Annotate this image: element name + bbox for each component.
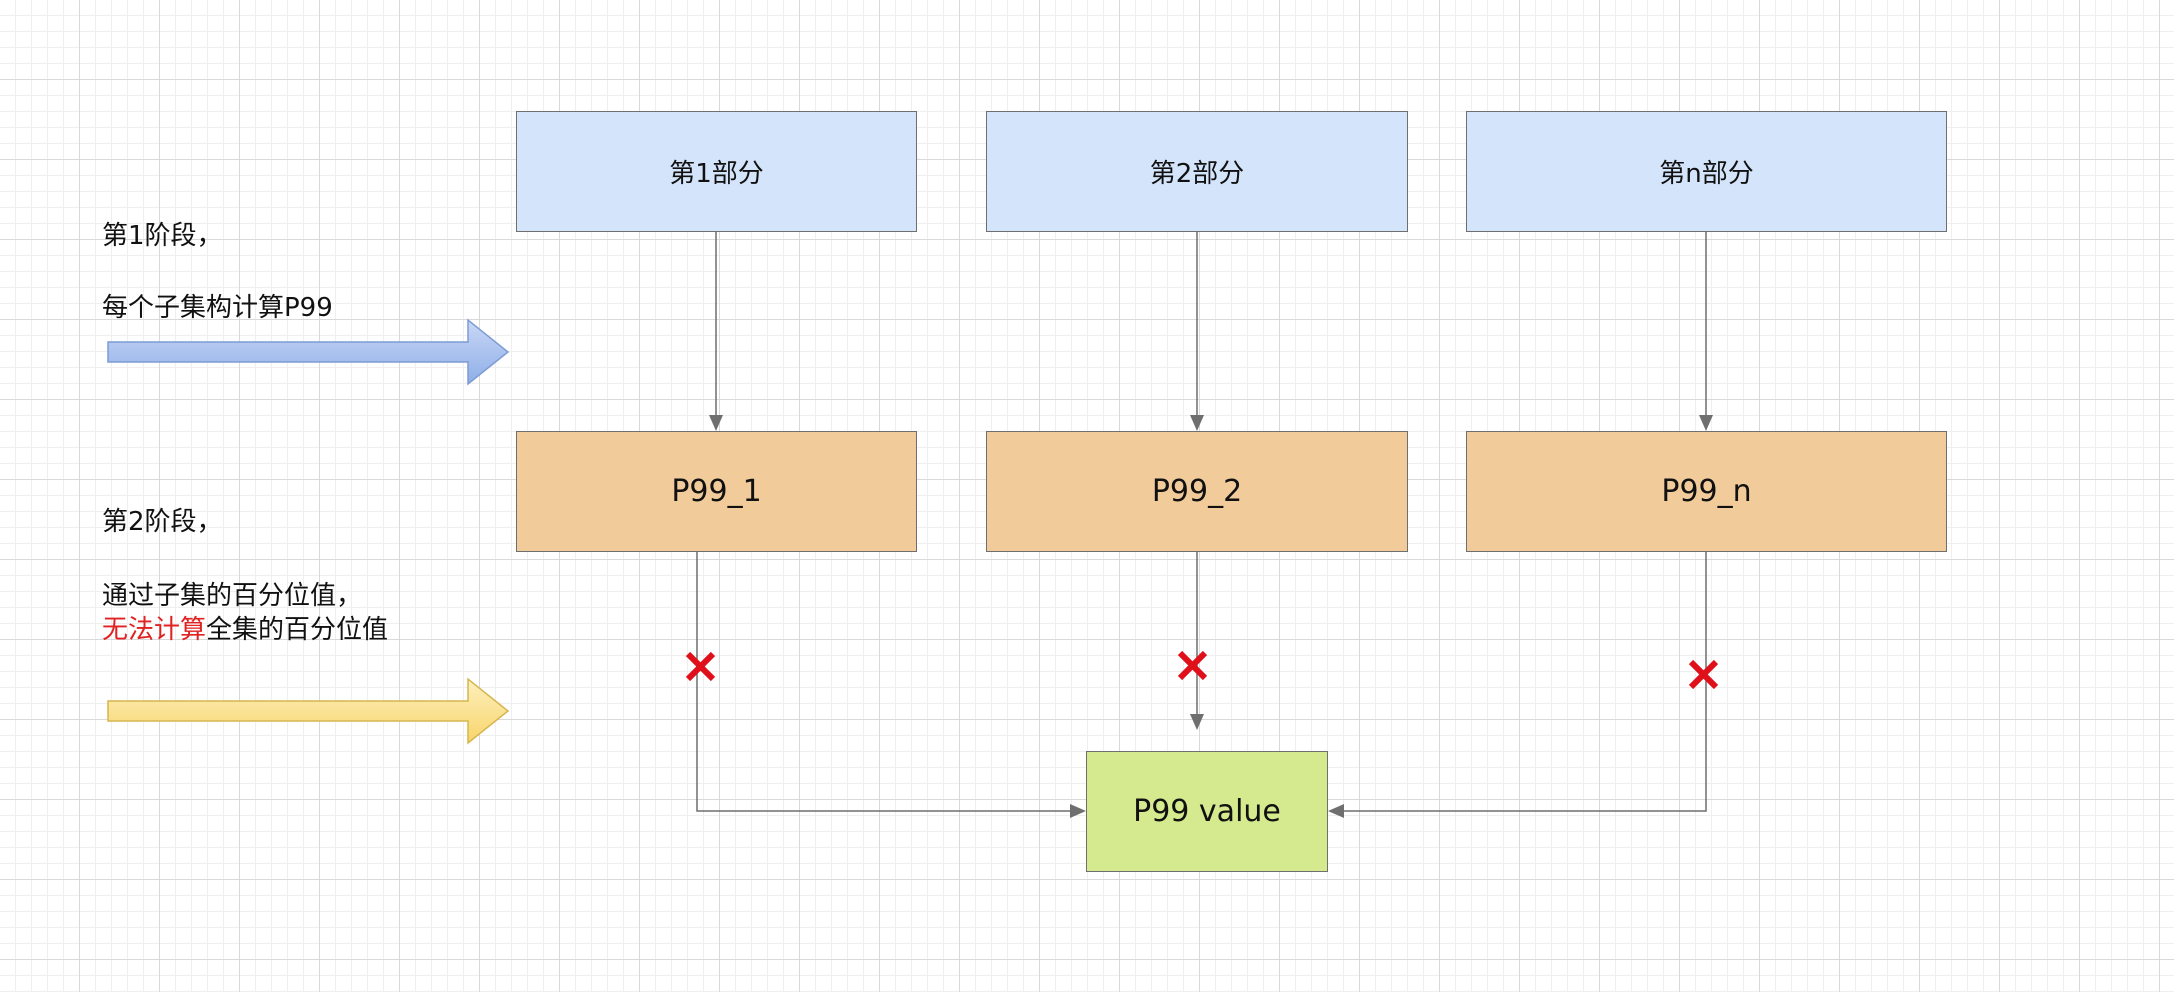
part-label-1: 第1部分 <box>669 159 764 189</box>
result-label: P99 value <box>1133 794 1281 829</box>
stage2-description: 通过子集的百分位值， <box>102 581 363 611</box>
stage2-highlight: 无法计算 <box>102 615 207 645</box>
p99-box-2[interactable]: P99_2 <box>986 431 1408 552</box>
part-box-1[interactable]: 第1部分 <box>516 111 917 232</box>
stage2-arrow <box>107 677 510 745</box>
p99-label-1: P99_1 <box>671 474 762 509</box>
part-label-n: 第n部分 <box>1659 159 1754 189</box>
arrowhead-down <box>1699 415 1713 431</box>
arrowhead-left <box>1328 804 1344 818</box>
part-box-n[interactable]: 第n部分 <box>1466 111 1947 232</box>
arrowhead-down <box>709 415 723 431</box>
cross-icon <box>685 651 716 682</box>
cross-icon <box>1177 650 1208 681</box>
stage1-description: 每个子集构计算P99 <box>102 293 333 323</box>
p99-box-1[interactable]: P99_1 <box>516 431 917 552</box>
connector-p99-n-result <box>1339 552 1707 812</box>
p99-label-n: P99_n <box>1661 474 1752 509</box>
p99-label-2: P99_2 <box>1151 474 1243 509</box>
stage1-arrow <box>107 318 510 386</box>
arrowhead-down <box>1190 714 1204 730</box>
stage2-conclusion-rest: 全集的百分位值 <box>206 615 389 645</box>
arrowhead-right <box>1070 804 1086 818</box>
stage2-conclusion: 无法计算全集的百分位值 <box>102 614 388 648</box>
p99-box-n[interactable]: P99_n <box>1466 431 1947 552</box>
cross-icon <box>1688 659 1719 690</box>
arrowhead-down <box>1190 415 1204 431</box>
stage2-title: 第2阶段， <box>102 507 223 537</box>
connector-p99-1-result <box>696 552 1075 812</box>
result-box[interactable]: P99 value <box>1086 751 1328 872</box>
stage1-title: 第1阶段， <box>102 221 223 251</box>
part-label-2: 第2部分 <box>1149 159 1245 189</box>
part-box-2[interactable]: 第2部分 <box>986 111 1408 232</box>
